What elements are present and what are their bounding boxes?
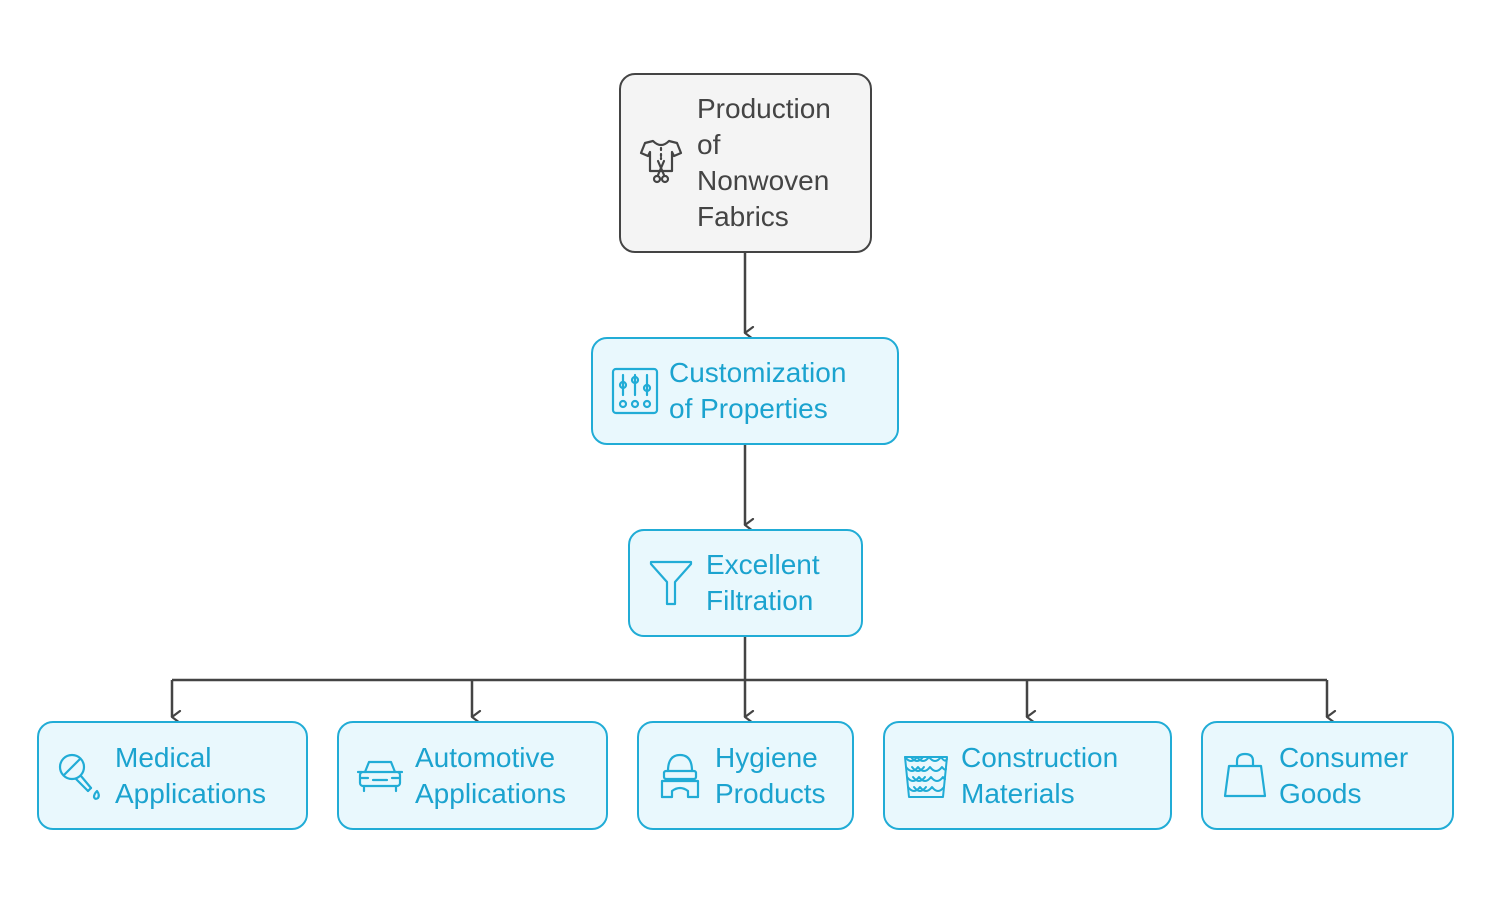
node-construction-label: Construction Materials <box>961 741 1119 809</box>
node-automotive-label: Automotive Applications <box>415 741 566 809</box>
node-production-label: Production of Nonwoven Fabrics <box>697 93 831 232</box>
node-hygiene-label: Hygiene Products <box>715 741 826 809</box>
car-icon <box>357 756 403 796</box>
mesh-icon <box>903 753 949 799</box>
node-construction: Construction Materials <box>883 721 1172 830</box>
node-medical: Medical Applications <box>37 721 308 830</box>
funnel-icon <box>648 558 694 608</box>
node-consumer-label: Consumer Goods <box>1279 741 1409 809</box>
node-automotive: Automotive Applications <box>337 721 608 830</box>
node-filtration-label: Excellent Filtration <box>706 549 820 616</box>
node-medical-label: Medical Applications <box>115 741 266 809</box>
node-filtration: Excellent Filtration <box>628 529 863 637</box>
node-customization-label: Customization of Properties <box>669 357 847 424</box>
shirt-scissors-icon <box>639 137 683 189</box>
shopping-bag-icon <box>1223 752 1267 800</box>
node-consumer: Consumer Goods <box>1201 721 1454 830</box>
dropper-icon <box>57 751 103 801</box>
node-production: Production of Nonwoven Fabrics <box>619 73 872 253</box>
potty-icon <box>657 751 703 801</box>
sliders-icon <box>611 367 659 415</box>
node-customization: Customization of Properties <box>591 337 899 445</box>
node-hygiene: Hygiene Products <box>637 721 854 830</box>
